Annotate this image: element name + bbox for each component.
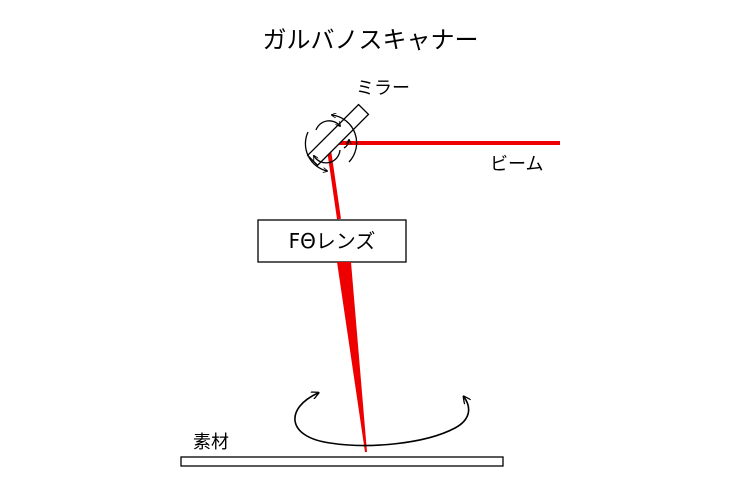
diagram-title: ガルバノスキャナー [262, 26, 479, 54]
material-label: 素材 [193, 432, 229, 453]
focused-beam [337, 262, 367, 452]
lens-label: FΘレンズ [288, 229, 376, 253]
mirror [306, 103, 370, 167]
mirror-label: ミラー [356, 78, 410, 99]
material-plate [180, 456, 504, 467]
f-theta-lens [257, 219, 407, 263]
rotation-arrows-icon [304, 115, 358, 171]
scan-rotation-arrows-icon [294, 393, 469, 447]
reflected-beam [326, 142, 341, 220]
beam-label: ビーム [490, 154, 544, 175]
